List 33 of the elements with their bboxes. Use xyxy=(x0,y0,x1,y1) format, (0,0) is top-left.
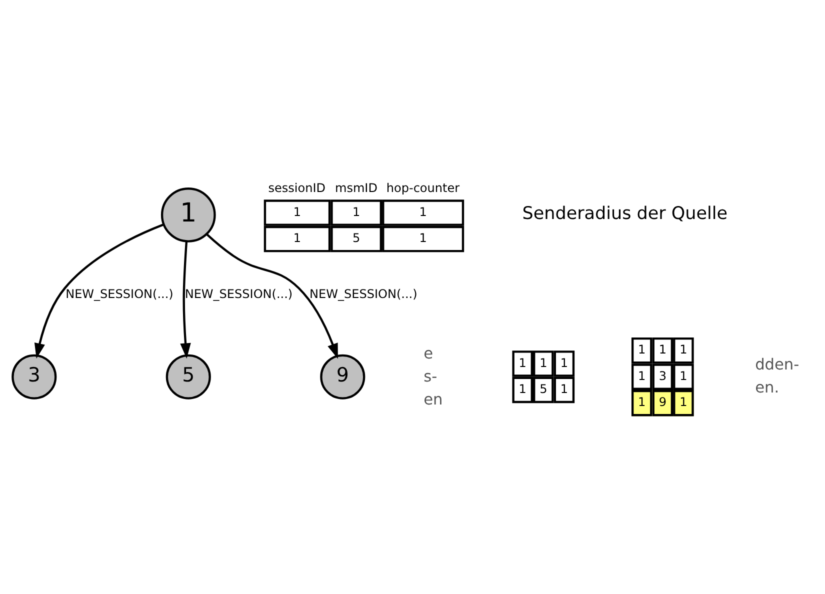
label: sessionID xyxy=(268,180,326,195)
label: Senderadius der Quelle xyxy=(522,204,728,224)
edge-label: NEW_SESSION(...) xyxy=(310,286,418,301)
label: 1 xyxy=(560,356,568,370)
label: hop-counter xyxy=(386,180,460,195)
label: 1 xyxy=(680,395,688,410)
label: 1 xyxy=(638,368,646,383)
label: 1 xyxy=(560,382,568,396)
label: 3 xyxy=(658,368,666,383)
label: 9 xyxy=(658,395,666,410)
label: 1 xyxy=(638,395,646,410)
label: dden- xyxy=(755,355,800,374)
label: 1 xyxy=(293,204,302,219)
label: 1 xyxy=(518,382,526,396)
label: 1 xyxy=(540,356,548,370)
label: 1 xyxy=(638,342,646,357)
label: e xyxy=(424,344,434,362)
label: 5 xyxy=(352,231,360,246)
label: 1 xyxy=(352,204,360,219)
label: 1 xyxy=(419,231,427,246)
label: en xyxy=(424,390,443,408)
label: s- xyxy=(424,367,438,386)
label: 5 xyxy=(540,382,548,396)
label: 1 xyxy=(419,204,427,219)
label: 1 xyxy=(658,342,666,357)
label: en. xyxy=(755,378,780,396)
edge-label: NEW_SESSION(...) xyxy=(66,286,174,301)
label: 1 xyxy=(680,342,688,357)
edge-label: NEW_SESSION(...) xyxy=(184,286,293,301)
label: msmID xyxy=(334,180,378,195)
label: 1 xyxy=(518,356,526,370)
label: 1 xyxy=(293,231,302,246)
label: 1 xyxy=(680,368,688,383)
